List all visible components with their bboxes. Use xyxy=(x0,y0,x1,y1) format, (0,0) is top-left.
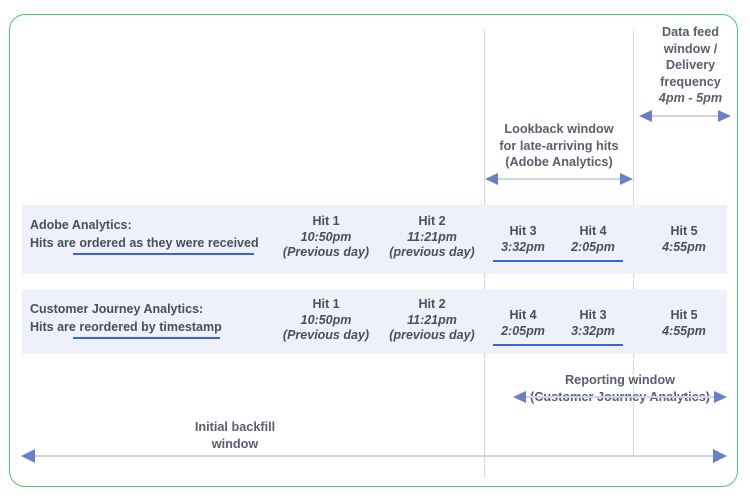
cell-adobe-hit-3-time: 3:32pm xyxy=(501,239,545,254)
cell-cja-hit-4-title: Hit 4 xyxy=(509,308,537,322)
backfill-line-2: window xyxy=(211,436,259,451)
cell-adobe-hit-2: Hit 2 11:21pm (previous day) xyxy=(387,214,477,261)
lookback-window-arrow xyxy=(485,172,633,186)
cell-cja-hit-4-3-underline xyxy=(493,344,623,346)
reporting-line-1: Reporting window xyxy=(565,373,675,387)
annotation-initial-backfill-window: Initial backfill window xyxy=(155,419,315,452)
row-label-cja-line-2: Hits are reordered by timestamp xyxy=(30,320,222,334)
cell-adobe-hit-2-title: Hit 2 xyxy=(418,214,446,228)
cell-adobe-hit-4-title: Hit 4 xyxy=(579,224,607,238)
cell-cja-hit-3-time: 3:32pm xyxy=(571,323,615,338)
lookback-line-1: Lookback window xyxy=(504,122,614,136)
diagram-frame xyxy=(9,14,738,487)
cell-cja-hit-4: Hit 4 2:05pm xyxy=(493,308,553,339)
cell-cja-hit-5-time: 4:55pm xyxy=(662,323,706,338)
data-feed-time-range: 4pm - 5pm xyxy=(658,91,723,105)
cell-adobe-hit-1-time: 10:50pm xyxy=(300,229,352,244)
cell-cja-hit-5-title: Hit 5 xyxy=(670,308,698,322)
cell-adobe-hit-5-time: 4:55pm xyxy=(662,239,706,254)
row-band-adobe-analytics xyxy=(22,205,727,274)
cell-adobe-hit-4-time: 2:05pm xyxy=(571,239,615,254)
cell-cja-hit-5: Hit 5 4:55pm xyxy=(650,308,718,339)
reporting-window-arrow xyxy=(513,390,727,404)
row-label-cja-line-1: Customer Journey Analytics: xyxy=(30,302,204,316)
data-feed-window-arrow xyxy=(639,109,731,123)
cell-adobe-hit-3-title: Hit 3 xyxy=(509,224,537,238)
cell-cja-hit-4-time: 2:05pm xyxy=(501,323,545,338)
cell-adobe-hit-3-4-underline xyxy=(493,260,623,262)
lookback-line-2: for late-arriving hits xyxy=(499,138,619,153)
cell-adobe-hit-2-time: 11:21pm xyxy=(407,229,457,244)
annotation-lookback-window: Lookback window for late-arriving hits (… xyxy=(484,121,634,171)
row-label-customer-journey-analytics: Customer Journey Analytics: Hits are reo… xyxy=(30,300,290,336)
cell-cja-hit-3-title: Hit 3 xyxy=(579,308,607,322)
backfill-line-1: Initial backfill xyxy=(194,420,276,434)
cell-cja-hit-3: Hit 3 3:32pm xyxy=(563,308,623,339)
data-feed-line-2: window / xyxy=(663,41,718,56)
row-label-adobe-analytics: Adobe Analytics: Hits are ordered as the… xyxy=(30,216,280,252)
cell-cja-hit-2-note: (previous day) xyxy=(389,328,475,342)
row-label-adobe-line-1: Adobe Analytics: xyxy=(30,218,132,232)
cell-adobe-hit-3: Hit 3 3:32pm xyxy=(493,224,553,255)
row-label-adobe-line-2: Hits are ordered as they were received xyxy=(30,236,259,250)
cell-cja-hit-2-time: 11:21pm xyxy=(407,312,457,327)
lookback-line-3: (Adobe Analytics) xyxy=(505,155,613,169)
cell-cja-hit-2: Hit 2 11:21pm (previous day) xyxy=(387,297,477,344)
row-label-adobe-underline xyxy=(73,253,254,255)
annotation-data-feed-window: Data feed window / Delivery frequency 4p… xyxy=(638,24,743,107)
cell-adobe-hit-1: Hit 1 10:50pm (Previous day) xyxy=(281,214,371,261)
cell-adobe-hit-1-title: Hit 1 xyxy=(312,214,340,228)
cell-adobe-hit-5-title: Hit 5 xyxy=(670,224,698,238)
cell-adobe-hit-4: Hit 4 2:05pm xyxy=(563,224,623,255)
data-feed-line-4: frequency xyxy=(660,74,721,89)
row-label-cja-underline xyxy=(73,337,220,339)
data-feed-line-3: Delivery xyxy=(665,58,716,72)
row-band-customer-journey-analytics xyxy=(22,290,727,354)
initial-backfill-window-arrow xyxy=(21,449,727,463)
data-feed-line-1: Data feed xyxy=(661,25,720,39)
cell-cja-hit-1-title: Hit 1 xyxy=(312,297,340,311)
cell-adobe-hit-1-note: (Previous day) xyxy=(282,245,370,259)
cell-adobe-hit-2-note: (previous day) xyxy=(389,245,475,259)
cell-cja-hit-1-note: (Previous day) xyxy=(282,328,370,342)
cell-cja-hit-1: Hit 1 10:50pm (Previous day) xyxy=(281,297,371,344)
cell-cja-hit-1-time: 10:50pm xyxy=(300,312,352,327)
cell-adobe-hit-5: Hit 5 4:55pm xyxy=(650,224,718,255)
cell-cja-hit-2-title: Hit 2 xyxy=(418,297,446,311)
